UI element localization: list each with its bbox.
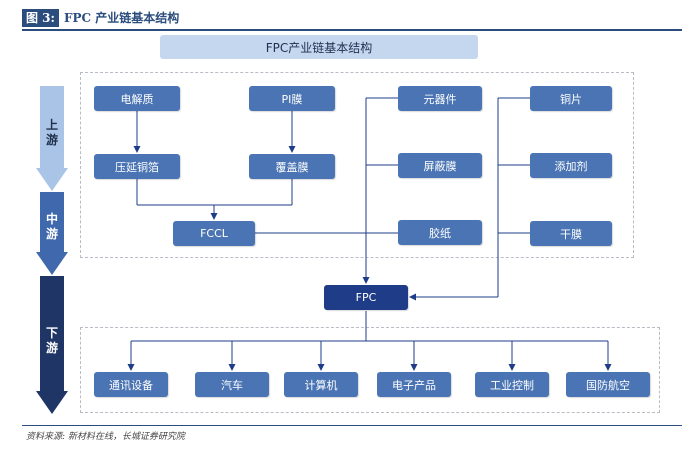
node-components: 元器件 xyxy=(398,86,482,111)
upstream-arrow xyxy=(36,86,68,191)
node-dry-film: 干膜 xyxy=(530,221,612,246)
node-copper-sheet: 铜片 xyxy=(530,86,612,111)
upstream-container xyxy=(80,72,634,258)
app-defense-aerospace: 国防航空 xyxy=(566,372,650,397)
node-pi-film: PI膜 xyxy=(249,86,335,111)
figure-header: 图 3: FPC 产业链基本结构 xyxy=(22,8,179,28)
figure-title: FPC 产业链基本结构 xyxy=(63,11,180,25)
midstream-arrow xyxy=(36,192,68,275)
figure-label: 图 3: xyxy=(22,9,59,27)
header-rule xyxy=(22,29,682,31)
app-electronics: 电子产品 xyxy=(377,372,451,397)
upstream-label: 上游 xyxy=(45,118,58,147)
app-industrial-control: 工业控制 xyxy=(475,372,549,397)
downstream-label: 下游 xyxy=(45,326,58,355)
node-adhesive-paper: 胶纸 xyxy=(398,220,482,245)
downstream-container xyxy=(80,327,660,413)
node-shielding-film: 屏蔽膜 xyxy=(398,153,482,178)
app-communication-equipment: 通讯设备 xyxy=(94,372,168,397)
source-note: 资料来源: 新材料在线，长城证券研究院 xyxy=(26,432,185,442)
footer-rule xyxy=(22,425,682,426)
diagram-title: FPC产业链基本结构 xyxy=(160,35,478,59)
app-computer: 计算机 xyxy=(284,372,358,397)
node-additive: 添加剂 xyxy=(530,153,612,178)
downstream-arrow xyxy=(36,276,68,414)
node-coverlay: 覆盖膜 xyxy=(249,154,335,179)
node-fpc: FPC xyxy=(324,285,408,310)
node-rolled-copper-foil: 压延铜箔 xyxy=(94,154,180,179)
node-fccl: FCCL xyxy=(173,221,255,246)
app-automotive: 汽车 xyxy=(195,372,269,397)
node-electrolyte: 电解质 xyxy=(94,86,180,111)
midstream-label: 中游 xyxy=(45,212,58,241)
